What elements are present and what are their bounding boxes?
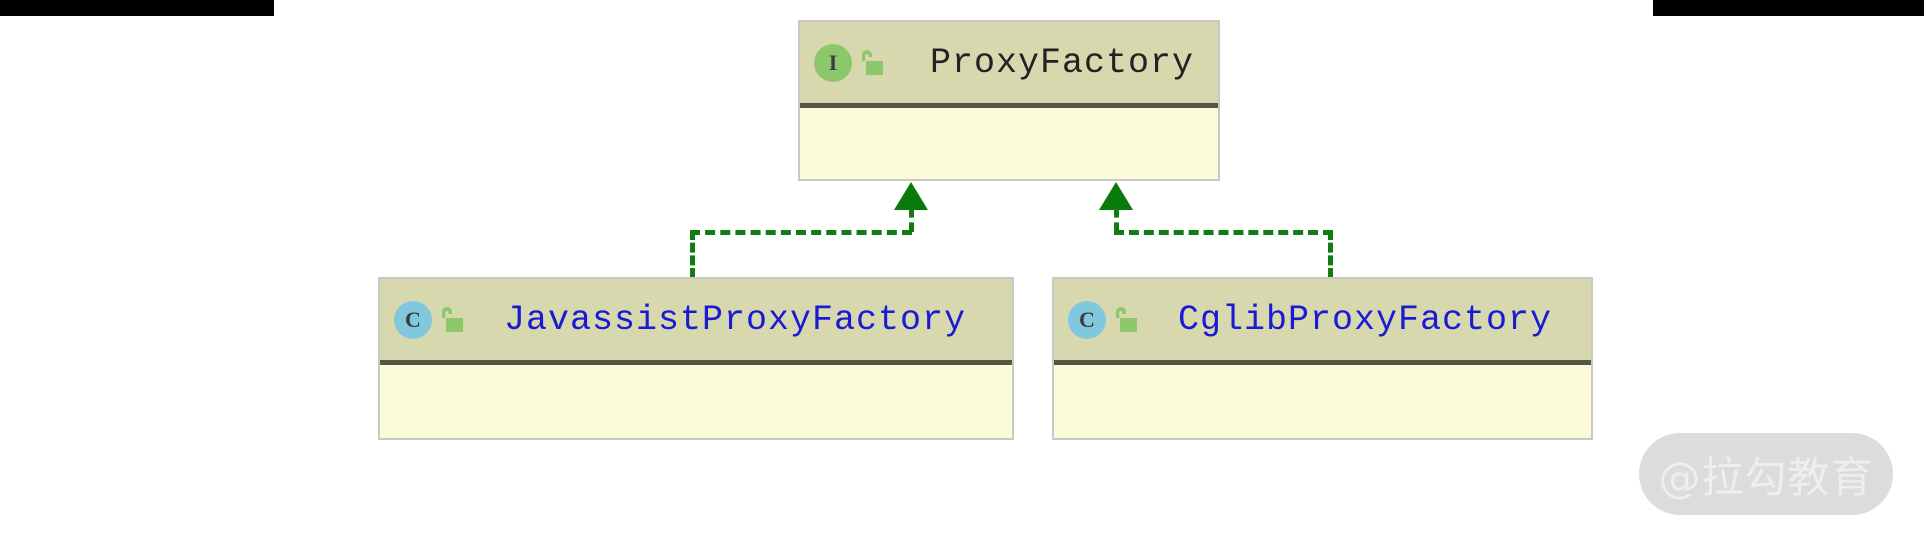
uml-node-title: JavassistProxyFactory (504, 299, 967, 340)
uml-node-title: ProxyFactory (930, 42, 1195, 83)
top-left-black-bar (0, 0, 274, 16)
uml-node-title: CglibProxyFactory (1178, 299, 1553, 340)
uml-node-members-compartment (380, 365, 1012, 437)
realization-edge-left-horizontal (690, 230, 912, 235)
uml-node-members-compartment (1054, 365, 1591, 437)
realization-edge-left-drop (690, 230, 695, 278)
unlocked-padlock-icon (442, 306, 463, 332)
interface-badge-icon: I (814, 43, 852, 82)
realization-edge-right-horizontal (1114, 230, 1333, 235)
class-badge-icon: C (394, 300, 432, 339)
uml-node-javassist-proxy-factory[interactable]: C JavassistProxyFactory (378, 277, 1014, 440)
uml-node-proxy-factory[interactable]: I ProxyFactory (798, 20, 1220, 181)
top-right-black-bar (1653, 0, 1924, 16)
realization-arrowhead-left (894, 182, 928, 210)
uml-node-members-compartment (800, 108, 1218, 178)
realization-edge-right-stub (1114, 208, 1119, 232)
uml-node-header: C JavassistProxyFactory (380, 279, 1012, 365)
uml-node-cglib-proxy-factory[interactable]: C CglibProxyFactory (1052, 277, 1593, 440)
unlocked-padlock-icon (1116, 306, 1137, 332)
class-badge-icon: C (1068, 300, 1106, 339)
uml-node-header: I ProxyFactory (800, 22, 1218, 108)
realization-arrowhead-right (1099, 182, 1133, 210)
realization-edge-right-drop (1328, 230, 1333, 278)
uml-node-header: C CglibProxyFactory (1054, 279, 1591, 365)
realization-edge-left-stub (909, 208, 914, 232)
watermark-text: @拉勾教育 (1658, 452, 1874, 502)
unlocked-padlock-icon (862, 49, 883, 75)
watermark-badge: @拉勾教育 (1639, 433, 1893, 515)
